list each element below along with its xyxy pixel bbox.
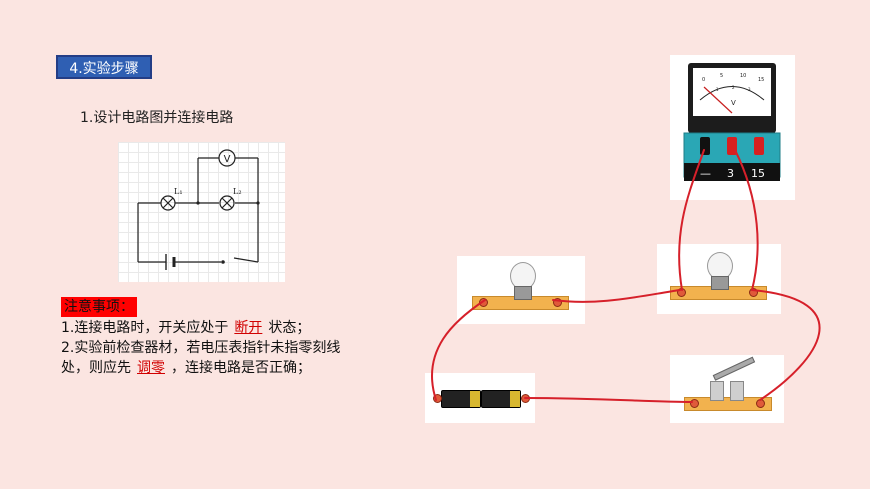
note-text: ，连接电路是否正确； [171, 360, 311, 376]
lamp2-symbol-circle [219, 195, 235, 211]
terminal-icon [690, 399, 699, 408]
bulb-base-icon [711, 276, 729, 290]
note-line-1: 1.连接电路时，开关应处于断开状态； [61, 318, 310, 338]
wire [751, 289, 821, 401]
voltmeter-symbol-circle [218, 149, 236, 167]
scale-tick-label: 1 [716, 87, 719, 92]
scale-tick-label: 10 [740, 73, 746, 79]
lamp1-photo [457, 256, 585, 324]
note-text: 1.连接电路时，开关应处于 [61, 320, 229, 336]
switch-post-icon [710, 381, 724, 401]
terminal-label: 3 [727, 167, 734, 180]
scale-tick-label: 15 [758, 77, 764, 83]
note-line-2: 2.实验前检查器材，若电压表指针未指零刻线 [61, 340, 341, 356]
negative-terminal [700, 137, 710, 155]
terminal-icon [749, 288, 758, 297]
terminal-icon [433, 394, 442, 403]
sub-title: 1.设计电路图并连接电路 [80, 110, 234, 126]
scale-tick-label: 3 [748, 87, 751, 92]
wire [552, 289, 681, 303]
schematic-svg: V L₁ L₂ [137, 149, 260, 270]
note-text: 状态； [268, 320, 311, 336]
voltmeter-symbol-label: V [224, 154, 231, 165]
switch-photo [670, 355, 784, 423]
lamp2-label: L₂ [233, 187, 242, 196]
switch-post-icon [730, 381, 744, 401]
bulb-base-icon [514, 286, 532, 300]
fill-blank-answer: 断开 [234, 320, 263, 336]
junction-dot [196, 201, 200, 205]
step-title: 4.实验步骤 [56, 55, 152, 79]
terminal-15v [754, 137, 764, 155]
wire [430, 299, 486, 401]
notes-heading: 注意事项： [61, 297, 137, 317]
voltmeter-needle [703, 86, 733, 114]
voltmeter-unit-label: V [731, 99, 736, 107]
battery-photo [425, 373, 535, 423]
switch-contact [221, 260, 225, 264]
wire [734, 149, 759, 291]
lamp1-label: L₁ [174, 187, 183, 196]
scale-tick-label: 0 [702, 77, 705, 83]
terminal-label: — [700, 167, 711, 180]
battery-cell-icon [481, 390, 521, 408]
voltmeter-illustration: 0 5 10 15 1 2 3 V — 3 15 [683, 63, 781, 181]
scale-tick-label: 5 [720, 73, 723, 79]
terminal-icon [553, 298, 562, 307]
terminal-label: 15 [751, 167, 765, 180]
terminal-icon [479, 298, 488, 307]
scale-tick-label: 2 [732, 85, 735, 90]
circuit-schematic: V L₁ L₂ [118, 142, 285, 282]
fill-blank-answer: 调零 [137, 360, 165, 376]
switch-board [684, 397, 772, 411]
voltmeter-scale-arc [699, 86, 765, 101]
schematic-switch-blade [233, 257, 259, 263]
voltmeter-photo: 0 5 10 15 1 2 3 V — 3 15 [670, 55, 795, 200]
wire [524, 397, 693, 403]
note-line-3: 处，则应先调零 ，连接电路是否正确； [61, 358, 311, 378]
voltmeter-label-strip [684, 163, 780, 181]
lamp1-symbol-circle [160, 195, 176, 211]
note-text: 处，则应先 [61, 360, 131, 376]
wire [678, 149, 705, 291]
junction-dot [256, 201, 260, 205]
voltmeter-dial [693, 68, 771, 116]
lamp2-photo [657, 244, 781, 314]
